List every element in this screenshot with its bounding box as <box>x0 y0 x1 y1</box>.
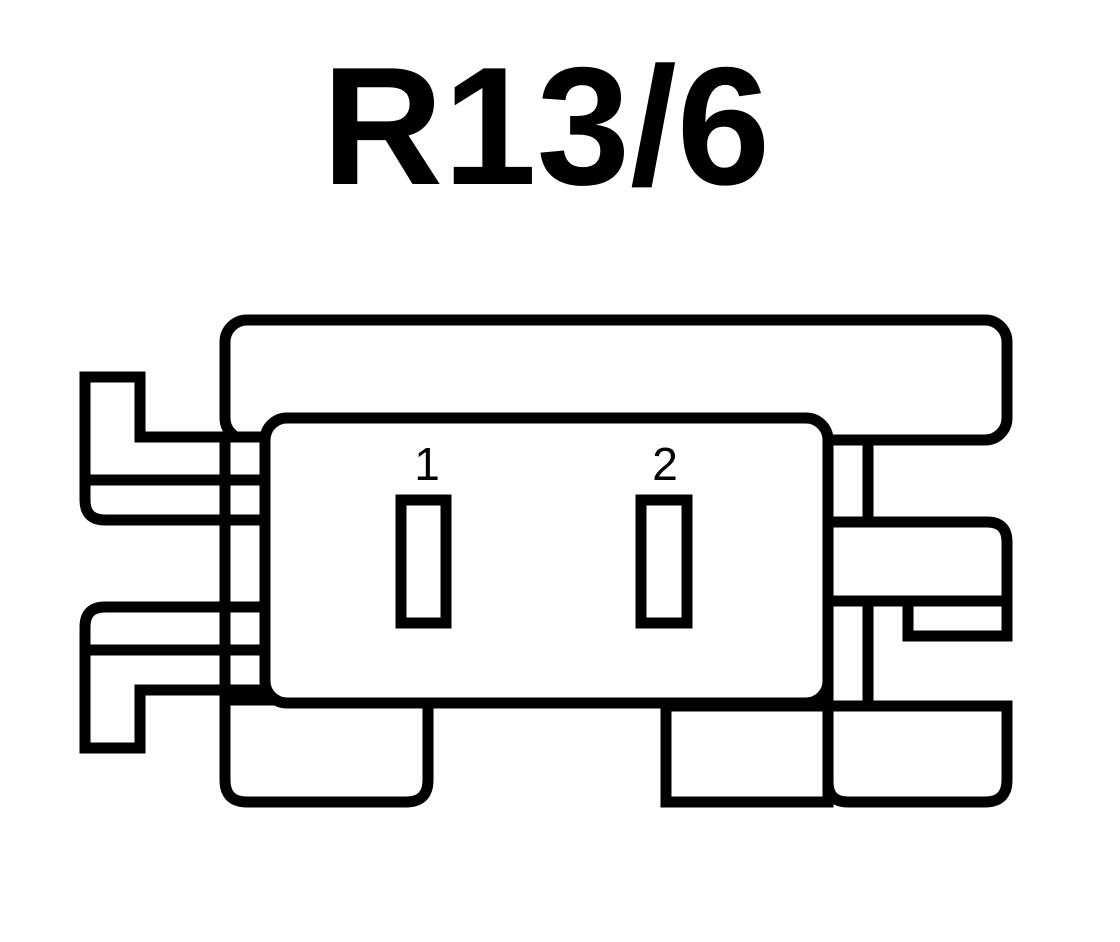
pin-1-label: 1 <box>414 438 440 490</box>
pin-2-label: 2 <box>652 438 678 490</box>
right-latch <box>822 516 1013 642</box>
connector-face <box>259 412 834 709</box>
connector-title: R13/6 <box>322 32 770 220</box>
bottom-right-foot-b <box>822 700 1013 808</box>
bottom-right-foot-a <box>660 700 834 808</box>
pin-1-terminal <box>395 494 452 629</box>
bottom-left-foot <box>219 694 434 808</box>
pin-2-terminal <box>635 494 693 629</box>
